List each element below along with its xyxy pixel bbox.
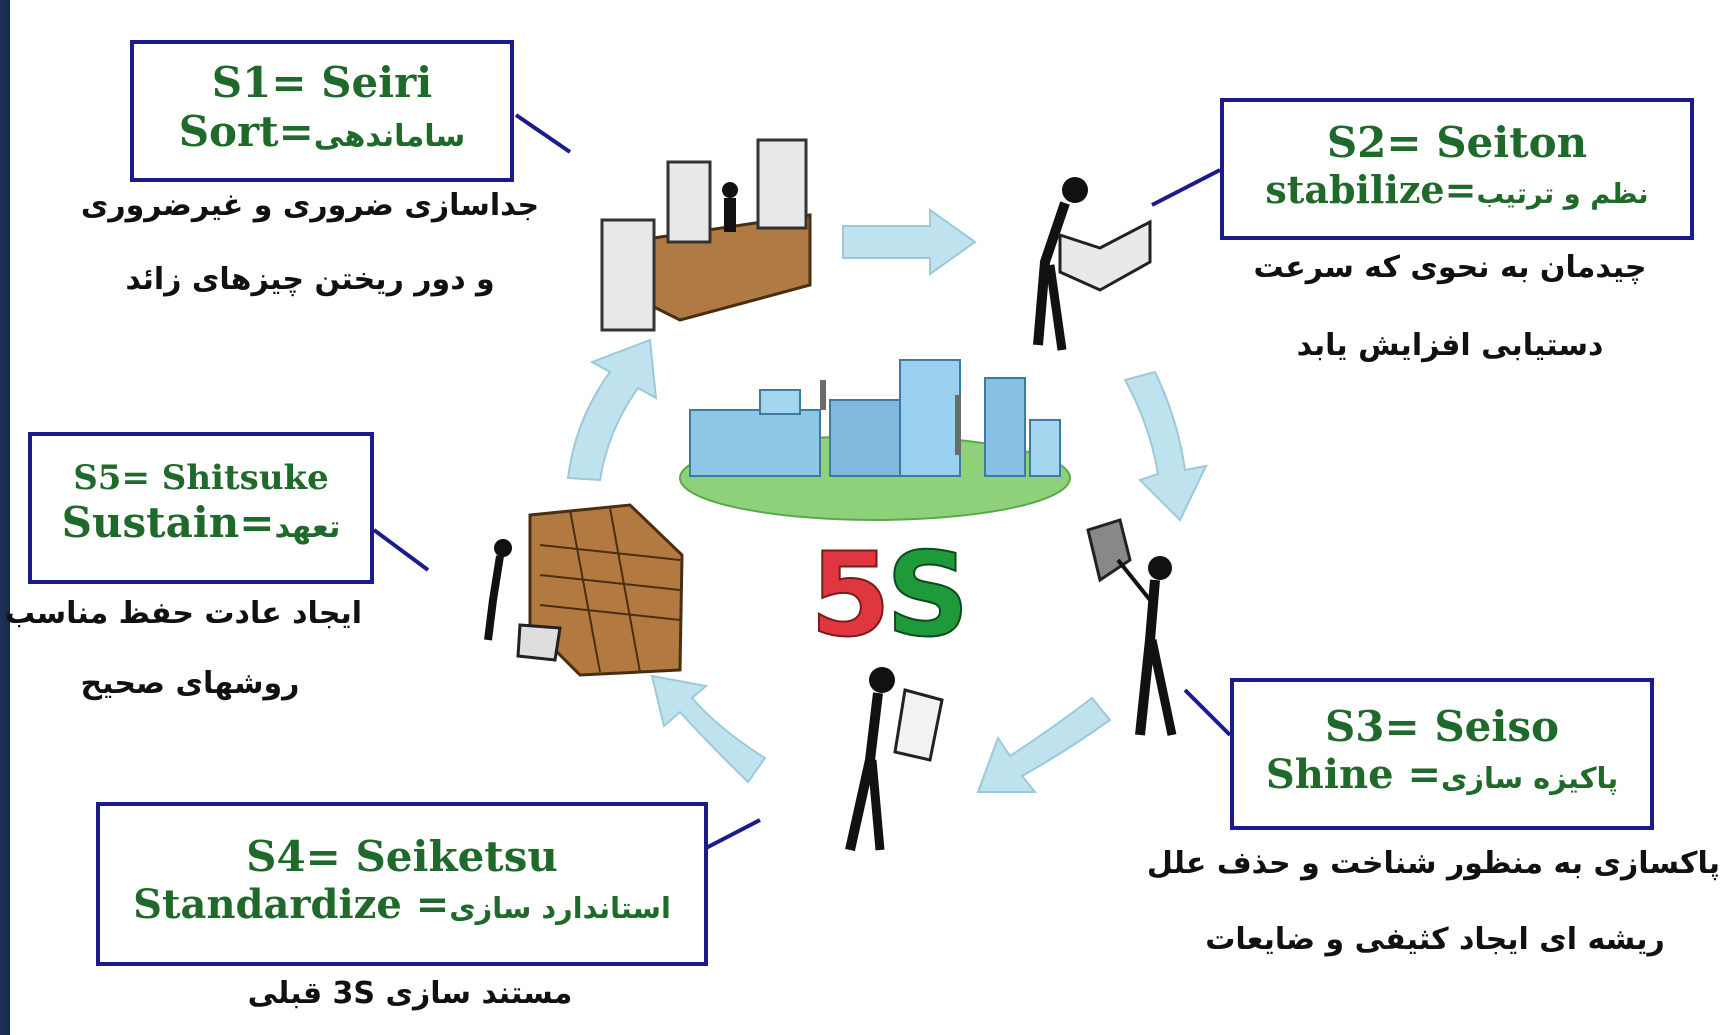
s3-term: Shine =پاکیزه سازی (1265, 751, 1619, 798)
s2-description-line1: چیدمان به نحوی که سرعت (1253, 250, 1647, 285)
s1-description-line2: و دور ریختن چیزهای زائد (125, 262, 495, 297)
person-reading-document-illustration (845, 667, 944, 852)
s4-description-line1: مستند سازی 3S قبلی (247, 976, 573, 1011)
desk-with-papers-illustration (600, 138, 812, 332)
s5-term: Sustain=تعهد (61, 498, 341, 547)
s2-box: S2= Seiton stabilize=نظم و ترتیب (1220, 98, 1694, 240)
arrow-s1-to-s2 (842, 208, 977, 276)
s4-heading: S4= Seiketsu (246, 832, 558, 881)
cycle-arrows (566, 208, 1208, 793)
s4-box: S4= Seiketsu Standardize =استاندارد سازی (96, 802, 708, 966)
factory-illustration (679, 359, 1071, 521)
s2-heading: S2= Seiton (1326, 118, 1588, 167)
arrow-s3-to-s4 (976, 696, 1112, 793)
connector-s1 (514, 113, 572, 154)
s3-term-en: Shine (1265, 751, 1394, 798)
s1-term-en: Sort (178, 107, 279, 156)
s2-term: stabilize=نظم و ترتیب (1265, 167, 1649, 212)
s4-term-fa: استاندارد سازی (449, 891, 671, 925)
arrow-s2-to-s3 (1123, 370, 1208, 522)
s2-description-line2: دستیابی افزایش یابد (1296, 328, 1604, 363)
connector-s5 (372, 528, 430, 572)
s1-term-fa: ساماندهی (313, 119, 466, 154)
connector-s4 (705, 818, 761, 850)
s4-term-en: Standardize (133, 881, 402, 928)
s3-description-line2: ریشه ای ایجاد کثیفی و ضایعات (1205, 922, 1665, 957)
s1-description-line1: جداسازی ضروری و غیرضروری (80, 188, 540, 223)
s5-box: S5= Shitsuke Sustain=تعهد (28, 432, 374, 584)
person-carrying-box-illustration (1033, 177, 1152, 351)
cleaner-person-illustration (1086, 518, 1177, 736)
arrow-s5-to-s1 (566, 338, 658, 482)
s5-term-en: Sustain (61, 498, 240, 547)
arrow-s4-to-s5 (650, 674, 767, 784)
s2-term-fa: نظم و ترتیب (1476, 179, 1649, 210)
s3-term-fa: پاکیزه سازی (1440, 761, 1619, 795)
s2-term-en: stabilize (1265, 167, 1445, 212)
connector-s3 (1183, 688, 1232, 737)
connector-lines (372, 113, 1232, 850)
shelf-with-person-illustration (484, 503, 684, 677)
logo-5s-five: 5 (810, 535, 891, 645)
s3-heading: S3= Seiso (1324, 702, 1560, 751)
s5-term-fa: تعهد (274, 510, 341, 545)
connector-s2 (1151, 168, 1221, 207)
s3-box: S3= Seiso Shine =پاکیزه سازی (1230, 678, 1654, 830)
s5-description-line1: ایجاد عادت حفظ مناسب (4, 596, 362, 631)
logo-5s-s: S (886, 535, 968, 645)
s5-heading: S5= Shitsuke (73, 458, 329, 498)
s1-term: Sort=ساماندهی (178, 107, 466, 156)
s1-box: S1= Seiri Sort=ساماندهی (130, 40, 514, 182)
logo-5s: 5 S (809, 535, 968, 645)
s1-heading: S1= Seiri (211, 58, 433, 107)
s5-description-line2: روشهای صحیح (80, 666, 300, 701)
s4-term: Standardize =استاندارد سازی (133, 881, 671, 928)
s3-description-line1: پاکسازی به منظور شناخت و حذف علل (1146, 846, 1720, 881)
